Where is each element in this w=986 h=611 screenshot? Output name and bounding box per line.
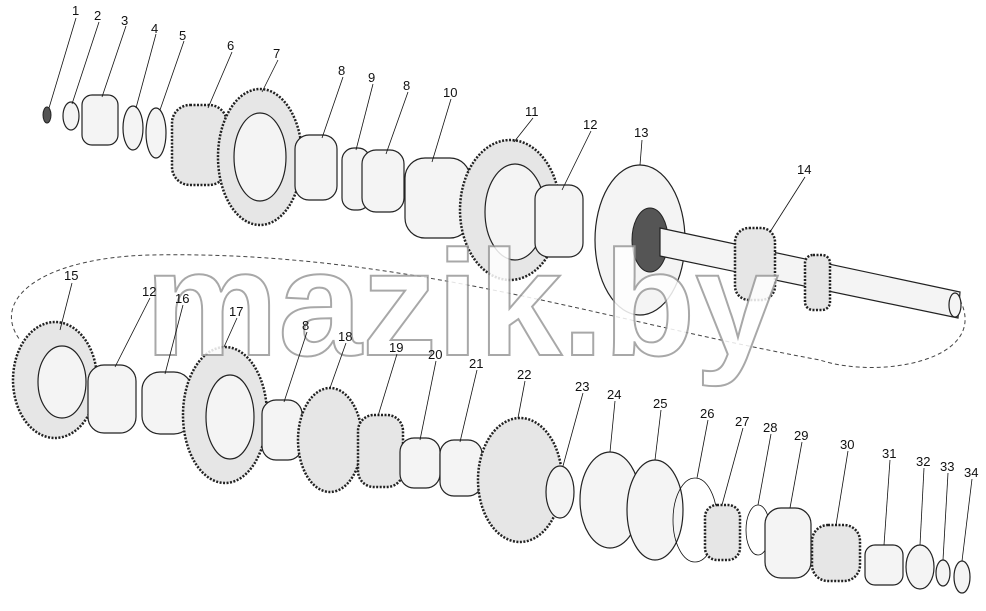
part-4-ring xyxy=(122,105,144,151)
callout-13: 13 xyxy=(634,125,648,140)
callout-27: 27 xyxy=(735,414,749,429)
part-15-bore xyxy=(37,345,87,419)
callout-11: 11 xyxy=(525,104,539,119)
callout-31: 31 xyxy=(882,446,896,461)
part-14-spline-2 xyxy=(803,253,832,312)
callout-29: 29 xyxy=(794,428,808,443)
part-5-ring xyxy=(145,107,167,159)
callout-30: 30 xyxy=(840,437,854,452)
part-30-gear xyxy=(810,523,862,583)
part-14-spline xyxy=(733,226,777,302)
callout-3: 3 xyxy=(121,13,128,28)
part-7-bore xyxy=(233,112,287,202)
callout-1: 1 xyxy=(72,3,79,18)
part-1-ring xyxy=(42,106,52,124)
callout-4: 4 xyxy=(151,21,158,36)
callout-23: 23 xyxy=(575,379,589,394)
part-8-needle-bearing-lower xyxy=(261,399,303,461)
callout-numbers: 1 2 3 4 5 6 7 8 9 8 10 11 12 13 14 15 12… xyxy=(64,3,978,480)
part-23-ring xyxy=(545,465,575,519)
part-14-end xyxy=(948,292,962,318)
callout-8: 8 xyxy=(338,63,345,78)
assembly-path-dashed xyxy=(10,254,966,368)
part-32-bearing xyxy=(905,544,935,590)
part-31-sleeve xyxy=(864,544,904,586)
callout-15: 15 xyxy=(64,268,78,283)
callout-21: 21 xyxy=(469,356,483,371)
part-19-gear-hub xyxy=(356,413,405,489)
callout-32: 32 xyxy=(916,454,930,469)
callout-16: 16 xyxy=(175,291,189,306)
callout-33: 33 xyxy=(940,459,954,474)
part-20-sleeve xyxy=(399,437,441,489)
callout-6: 6 xyxy=(227,38,234,53)
part-6-gear xyxy=(170,103,229,187)
part-8-needle-bearing xyxy=(294,134,338,201)
callout-18: 18 xyxy=(338,329,352,344)
callout-24: 24 xyxy=(607,387,621,402)
part-27-gear xyxy=(703,503,742,562)
part-3-bearing xyxy=(81,94,119,146)
callout-7: 7 xyxy=(273,46,280,61)
callout-20: 20 xyxy=(428,347,442,362)
part-18-synchro-ring xyxy=(296,386,364,494)
callout-10: 10 xyxy=(443,85,457,100)
callout-2: 2 xyxy=(94,8,101,23)
part-12-needle-bearing xyxy=(534,184,584,258)
callout-9: 9 xyxy=(368,70,375,85)
leader-lines xyxy=(48,17,973,562)
upper-shaft-assembly xyxy=(42,87,962,319)
callout-8-c: 8 xyxy=(302,318,309,333)
part-2-washer xyxy=(62,101,80,131)
callout-8-b: 8 xyxy=(403,78,410,93)
part-17-bore xyxy=(205,374,255,460)
part-12-needle-bearing-lower xyxy=(87,364,137,434)
callout-34: 34 xyxy=(964,465,978,480)
watermark-text: mazik.by xyxy=(145,219,779,387)
callout-5: 5 xyxy=(179,28,186,43)
callout-25: 25 xyxy=(653,396,667,411)
part-8-needle-bearing-2 xyxy=(361,149,405,213)
callout-12: 12 xyxy=(583,117,597,132)
part-29-ring xyxy=(764,507,812,579)
part-21-needle-bearing xyxy=(439,439,483,497)
callout-28: 28 xyxy=(763,420,777,435)
callout-19: 19 xyxy=(389,340,403,355)
callout-14: 14 xyxy=(797,162,811,177)
lower-shaft-assembly xyxy=(11,320,971,594)
part-25-bearing xyxy=(626,459,684,561)
callout-12-b: 12 xyxy=(142,284,156,299)
part-33-washer xyxy=(935,559,951,587)
callout-26: 26 xyxy=(700,406,714,421)
callout-22: 22 xyxy=(517,367,531,382)
part-34-nut xyxy=(953,560,971,594)
callout-17: 17 xyxy=(229,304,243,319)
